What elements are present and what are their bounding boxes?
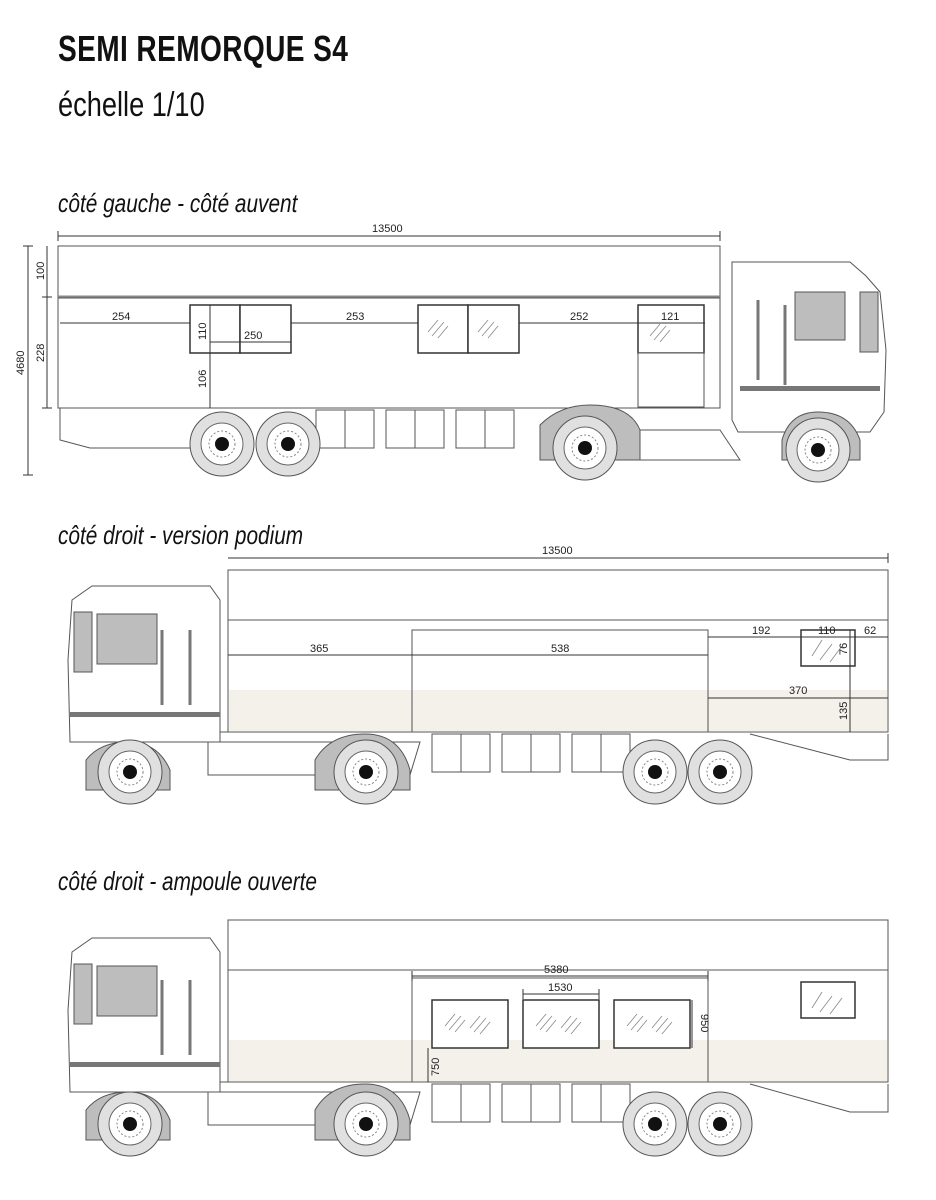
dim-gap-mid1: 253 <box>346 311 364 323</box>
view-heading-open: côté droit - ampoule ouverte <box>58 866 317 896</box>
dim-window-height: 110 <box>197 322 209 340</box>
dim-total-height: 4680 <box>15 351 27 375</box>
side-door-left <box>637 352 705 408</box>
dim-rear-section: 370 <box>789 685 807 697</box>
dim-small-window-width: 110 <box>818 625 836 637</box>
open-tractor-wheel-front <box>97 1091 163 1157</box>
trailer-wheel-2 <box>255 411 321 477</box>
trailer-body <box>57 297 721 409</box>
dim-sill-height: 750 <box>430 1058 442 1076</box>
podium-small-window <box>800 629 856 667</box>
dim-window-width: 250 <box>244 330 262 342</box>
open-cab-window <box>96 965 158 1017</box>
view-heading-podium: côté droit - version podium <box>58 520 304 550</box>
dim-gap-front: 254 <box>112 311 130 323</box>
cab-window-left <box>794 291 846 341</box>
podium-trailer-wheel-1 <box>622 739 688 805</box>
scale-label: échelle 1/10 <box>58 86 205 124</box>
open-side-drawing: 5380 1530 950 750 <box>67 919 889 1157</box>
open-window-2 <box>522 999 600 1049</box>
open-window-1 <box>431 999 509 1049</box>
tractor-wheel-rear <box>552 415 618 481</box>
dim-small-window-height: 76 <box>838 643 850 655</box>
dim-window-width-open: 1530 <box>548 982 572 994</box>
tractor-wheel-front <box>785 417 851 483</box>
podium-side-drawing: 13500 365 538 192 110 62 76 370 135 <box>67 545 889 805</box>
open-trailer-wheel-1 <box>622 1091 688 1157</box>
dim-front-section: 365 <box>310 643 328 655</box>
podium-cab-window <box>96 613 158 665</box>
open-window-3 <box>613 999 691 1049</box>
trailer-wheel-1 <box>189 411 255 477</box>
podium-tractor-wheel-front <box>97 739 163 805</box>
window-left-2b <box>467 304 520 354</box>
podium-tractor-wheel-rear <box>333 739 399 805</box>
window-left-2a <box>417 304 469 354</box>
dim-roof: 100 <box>35 262 47 280</box>
window-left-3 <box>637 304 705 354</box>
open-small-window <box>800 981 856 1019</box>
dim-rear-gap: 192 <box>752 625 770 637</box>
dim-podium-height: 135 <box>838 702 850 720</box>
podium-trailer-wheel-2 <box>687 739 753 805</box>
dim-gap-mid2: 252 <box>570 311 588 323</box>
trailer-roof-box <box>57 245 721 299</box>
view-heading-left: côté gauche - côté auvent <box>58 188 298 218</box>
dim-total-length-left: 13500 <box>372 223 403 235</box>
dim-window-height-open: 950 <box>698 1014 710 1032</box>
dim-podium-section: 538 <box>551 643 569 655</box>
open-trailer-wheel-2 <box>687 1091 753 1157</box>
open-roof-box <box>227 919 889 971</box>
dim-opening-length: 5380 <box>544 964 568 976</box>
window-left-1b <box>239 304 292 354</box>
open-tractor-wheel-rear <box>333 1091 399 1157</box>
page-title: SEMI REMORQUE S4 <box>58 28 349 69</box>
dim-small-window: 121 <box>661 311 679 323</box>
left-side-drawing: 13500 4680 100 228 254 253 252 121 250 1… <box>15 223 887 483</box>
dim-lower: 106 <box>197 370 209 388</box>
dim-total-length-podium: 13500 <box>542 545 573 557</box>
dim-window-band: 228 <box>35 344 47 362</box>
dim-end-gap: 62 <box>864 625 876 637</box>
podium-roof-box <box>227 569 889 621</box>
